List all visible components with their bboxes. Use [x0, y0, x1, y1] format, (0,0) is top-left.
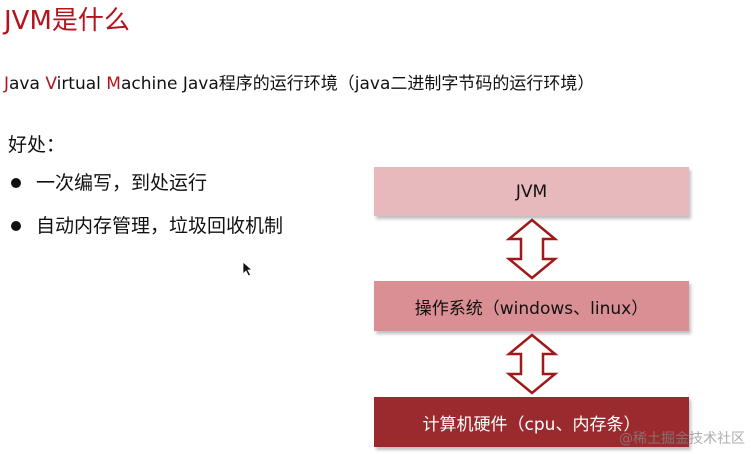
bullet-icon [11, 221, 21, 231]
benefits-list: 一次编写，到处运行 自动内存管理，垃圾回收机制 [8, 170, 283, 256]
jvm-layer-box: JVM [374, 167, 689, 216]
os-layer-label: 操作系统（windows、linux） [414, 298, 649, 319]
hardware-layer-box: 计算机硬件（cpu、内存条） [374, 397, 689, 447]
bullet-icon [11, 178, 21, 188]
list-item: 一次编写，到处运行 [8, 170, 283, 196]
double-arrow-icon [505, 218, 559, 280]
subtitle-achine: achine [120, 74, 183, 94]
subtitle-ava: ava [9, 74, 46, 94]
os-layer-box: 操作系统（windows、linux） [374, 281, 689, 331]
jvm-layer-label: JVM [515, 181, 548, 202]
subtitle-v: V [45, 74, 57, 94]
subtitle-line: Java Virtual Machine Java程序的运行环境（java二进制… [4, 72, 594, 96]
watermark: @稀土掘金技术社区 [619, 431, 745, 447]
double-arrow-icon [505, 333, 559, 395]
benefits-heading: 好处： [8, 134, 66, 156]
list-item: 自动内存管理，垃圾回收机制 [8, 213, 283, 239]
list-item-text: 一次编写，到处运行 [36, 172, 208, 194]
mouse-cursor-icon [242, 261, 254, 277]
hardware-layer-label: 计算机硬件（cpu、内存条） [422, 414, 641, 435]
subtitle-j: J [4, 74, 10, 94]
subtitle-description: Java程序的运行环境（java二进制字节码的运行环境） [182, 74, 595, 94]
subtitle-m: M [106, 74, 121, 94]
page-title: JVM是什么 [4, 6, 130, 36]
subtitle-irtual: irtual [56, 74, 107, 94]
list-item-text: 自动内存管理，垃圾回收机制 [36, 215, 284, 237]
